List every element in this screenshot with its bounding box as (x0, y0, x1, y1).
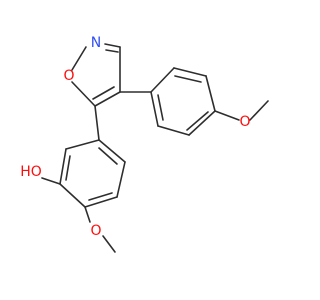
bond-ph2 (59, 148, 67, 185)
bond-ar-inner-1 (174, 75, 202, 83)
bond-aryl-o-bottom (84, 206, 91, 223)
bond-ar4 (188, 110, 216, 136)
bond-ph6 (98, 139, 126, 163)
bond-ar6 (150, 91, 159, 127)
bond-c5-aryl (94, 105, 100, 141)
bond-o-methyl-bottom (102, 235, 116, 253)
bond-o-n (71, 46, 87, 71)
ring-oxygen-label: O (63, 68, 74, 84)
chemical-structure-diagram: N O O HO O (20, 35, 269, 253)
nitrogen-label: N (91, 35, 101, 51)
bond-c4-c5 (94, 91, 121, 107)
bond-n-c3-double (105, 49, 119, 53)
bond-ph-inner-1 (65, 155, 71, 181)
bond-ar5 (157, 125, 190, 136)
phenol-ring (41, 105, 126, 253)
bond-ph1 (65, 139, 100, 150)
bond-aryl-oh (41, 177, 61, 185)
bond-ar-inner-3 (157, 94, 164, 121)
bond-n-c3 (104, 43, 121, 48)
bond-ar-inner-2 (186, 111, 209, 131)
methoxy-oxygen-top-label: O (239, 114, 250, 130)
hydroxyl-label: HO (20, 164, 42, 180)
bond-o-methyl-top (249, 100, 269, 121)
bond-aryl-o (214, 110, 240, 121)
isoxazole-ring (71, 43, 121, 107)
bond-c4-c5-double (92, 86, 115, 100)
bond-ph3 (59, 183, 86, 208)
bond-ph5 (116, 161, 126, 198)
bond-c5-o (71, 81, 96, 107)
bond-ar1 (150, 67, 175, 93)
bond-ph-inner-2 (88, 192, 113, 201)
methoxy-oxygen-bottom-label: O (90, 223, 101, 239)
bond-ar2 (173, 67, 207, 77)
bond-ar3 (205, 75, 216, 112)
bond-ph4 (84, 196, 118, 208)
bond-ph-inner-3 (98, 147, 118, 165)
methoxyphenyl-ring (119, 67, 269, 136)
